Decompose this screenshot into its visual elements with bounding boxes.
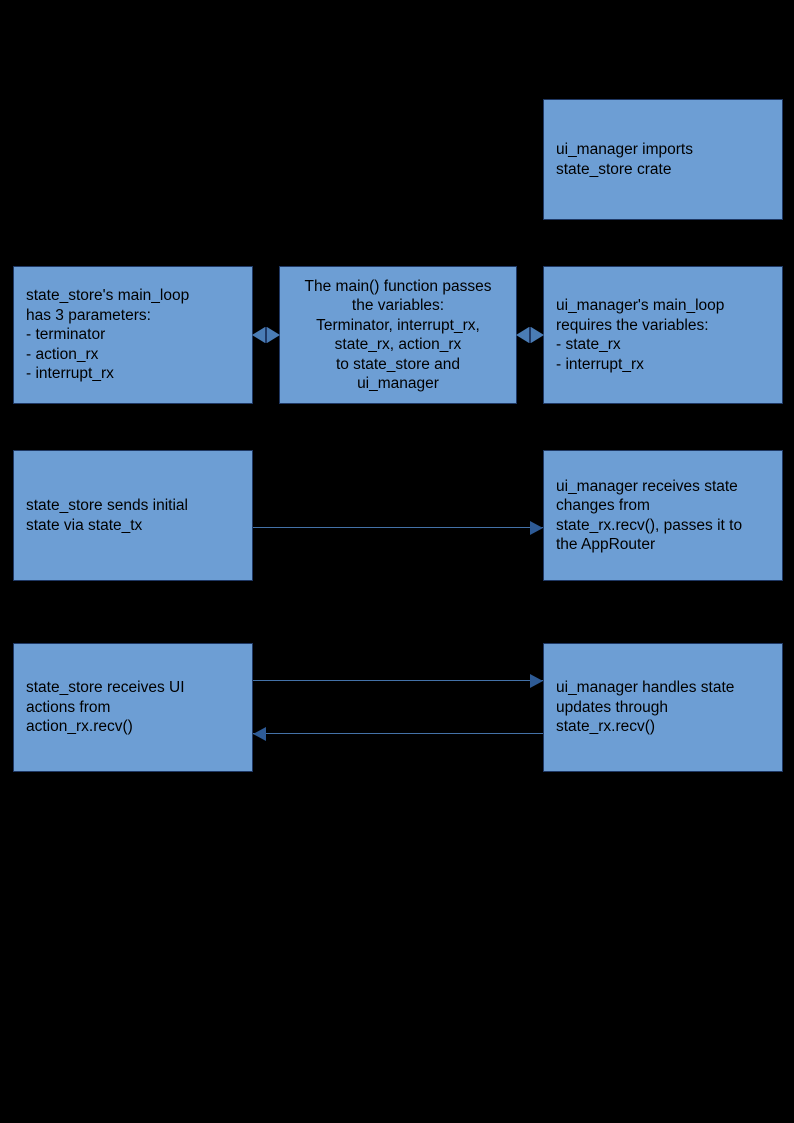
node-state-store-sends-initial[interactable]: state_store sends initial state via stat…: [13, 450, 253, 581]
node-ui-manager-imports[interactable]: ui_manager imports state_store crate: [543, 99, 783, 220]
node-state-store-main-loop[interactable]: state_store's main_loop has 3 parameters…: [13, 266, 253, 404]
node-main-function-passes[interactable]: The main() function passes the variables…: [279, 266, 517, 404]
connector-line-state-store-actions-to-ui-manager: [253, 680, 543, 681]
arrow-right-head-icon: [267, 327, 280, 343]
arrow-right-head-icon: [530, 674, 543, 688]
node-ui-manager-handles-state[interactable]: ui_manager handles state updates through…: [543, 643, 783, 772]
connector-bar: [529, 327, 531, 343]
arrow-right-head-icon: [531, 327, 544, 343]
arrow-left-head-icon: [252, 327, 265, 343]
arrow-right-head-icon: [530, 521, 543, 535]
connector-main-to-state-store: [252, 327, 280, 343]
node-ui-manager-receives-state[interactable]: ui_manager receives state changes from s…: [543, 450, 783, 581]
arrow-left-head-icon: [516, 327, 529, 343]
connector-bar: [265, 327, 267, 343]
node-state-store-receives-ui[interactable]: state_store receives UI actions from act…: [13, 643, 253, 772]
connector-line-state-store-initial-to-ui-manager: [253, 527, 543, 528]
node-ui-manager-main-loop[interactable]: ui_manager's main_loop requires the vari…: [543, 266, 783, 404]
connector-main-to-ui-manager: [516, 327, 544, 343]
arrow-left-head-icon: [253, 727, 266, 741]
connector-line-ui-manager-to-state-store-actions: [253, 733, 543, 734]
